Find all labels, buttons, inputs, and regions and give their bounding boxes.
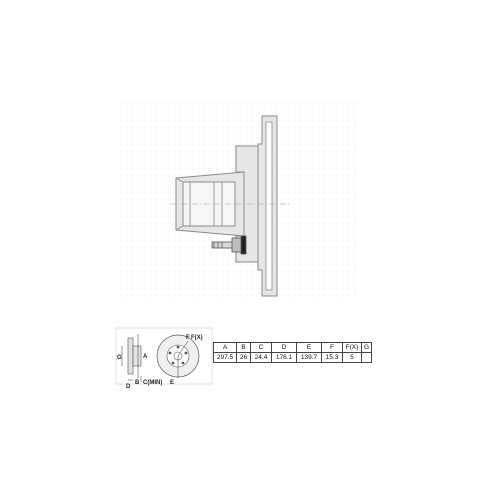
- key-label-b: B: [135, 380, 140, 386]
- value-d: 176.1: [271, 352, 297, 363]
- value-g: [360, 352, 373, 363]
- key-label-e: E: [170, 380, 174, 386]
- value-fx: 5: [342, 352, 362, 363]
- value-e: 139.7: [296, 352, 322, 363]
- value-a: 297.5: [213, 352, 237, 363]
- key-label-fx: F(X): [191, 335, 203, 341]
- vent-channel: [265, 121, 273, 291]
- header-c: C: [250, 342, 272, 353]
- key-label-c-min: C(MIN): [143, 380, 162, 386]
- header-fx: F(X): [342, 342, 362, 353]
- header-a: A: [213, 342, 237, 353]
- key-label-d: D: [126, 384, 131, 390]
- spec-table-value-row: 297.5 26 24.4 176.1 139.7 15.3 5: [213, 352, 373, 363]
- key-label-f: F: [186, 335, 190, 341]
- key-label-a: A: [143, 354, 148, 360]
- spec-table: A B C D E F F(X) G 297.5 26 24.4 176.1 1…: [213, 342, 373, 363]
- key-label-g: G: [117, 355, 122, 361]
- spec-table-header-row: A B C D E F F(X) G: [213, 342, 373, 353]
- header-b: B: [236, 342, 251, 353]
- header-e: E: [296, 342, 322, 353]
- wheel-stud: [211, 235, 247, 255]
- header-g: G: [360, 342, 373, 353]
- dimension-key-diagram: A G D B C(MIN) E F F(X): [115, 327, 213, 390]
- value-b: 26: [236, 352, 251, 363]
- value-f: 15.3: [321, 352, 343, 363]
- header-d: D: [271, 342, 297, 353]
- header-f: F: [321, 342, 343, 353]
- value-c: 24.4: [250, 352, 272, 363]
